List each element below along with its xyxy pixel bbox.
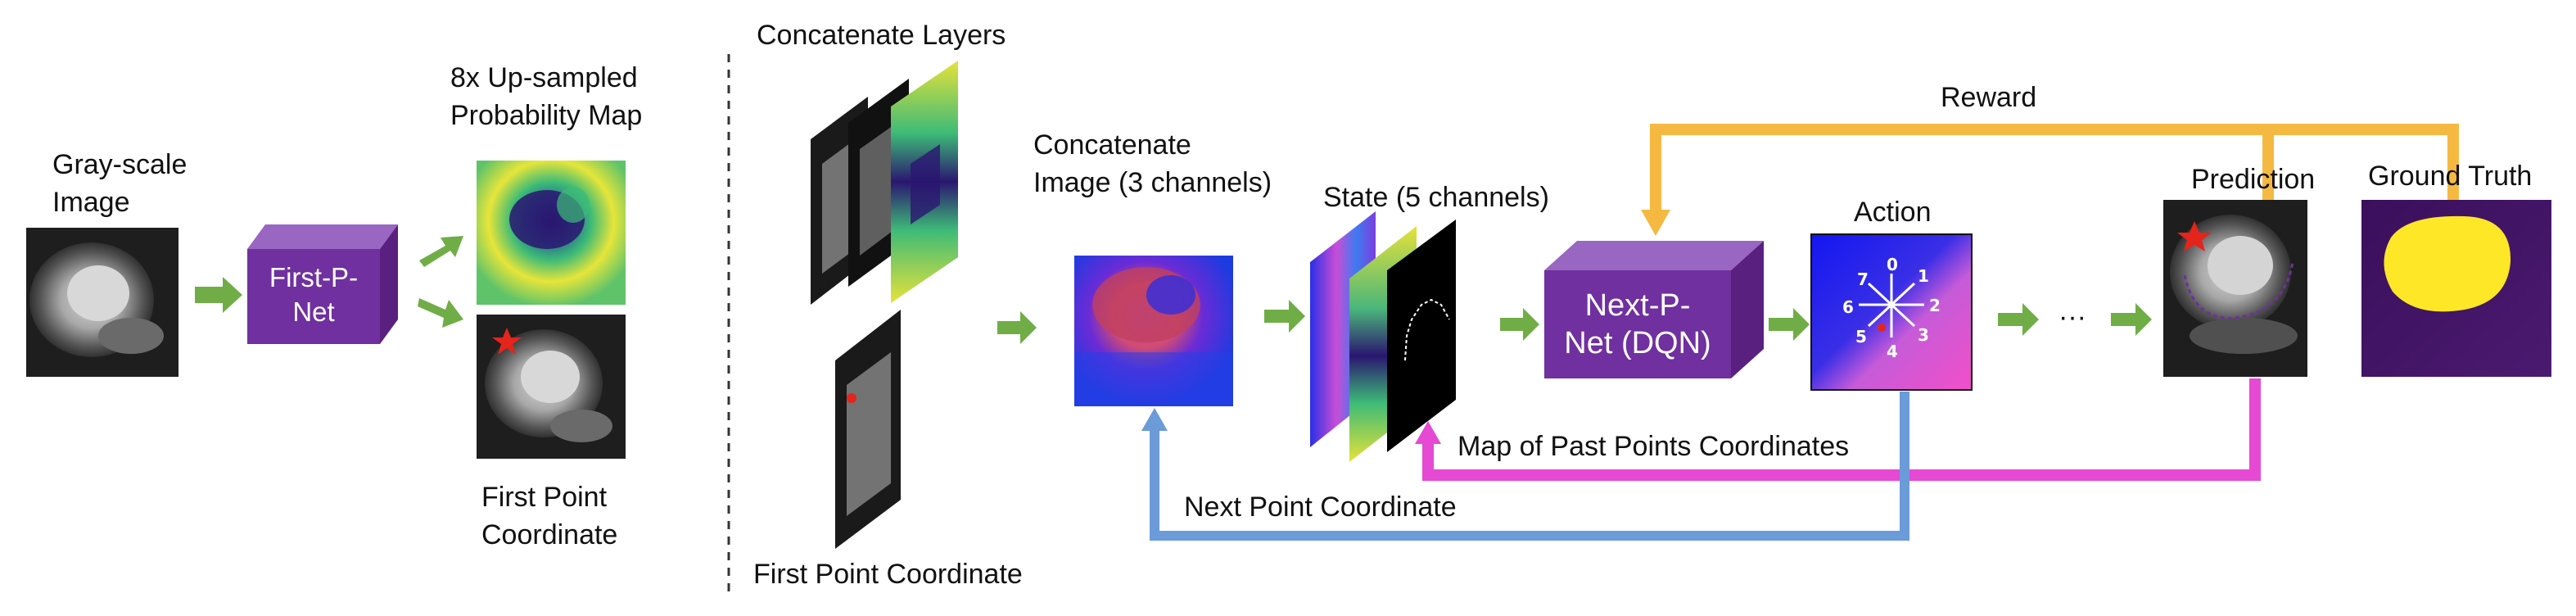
action-label-7: 7 [1857,270,1869,289]
first-point-coordinate-layer [835,310,901,549]
arrow-to-first-point [418,298,463,328]
action-label-1: 1 [1918,266,1929,286]
past-points-feedback-arrow [1422,378,2261,481]
reward-label: Reward [1941,82,2037,113]
state-channel-image-3 [1387,220,1456,452]
action-label: Action [1854,197,1932,228]
action-label-4: 4 [1887,342,1898,361]
first-p-net-label: First-P- Net [269,262,359,327]
first-point-star-icon [492,328,522,355]
arrow-to-concat-image [997,311,1037,344]
probability-map-label: 8x Up-sampled Probability Map [450,62,643,131]
next-point-feedback-arrow [1150,392,1909,541]
ground-truth-image [2361,200,2551,377]
arrow-ellipsis-to-prediction [2111,303,2152,336]
first-p-net-block [247,224,398,344]
reward-feedback-arrow [1650,124,2459,215]
state-label: State (5 channels) [1323,182,1549,213]
action-direction-arrows [1859,274,1924,337]
ground-truth-label: Ground Truth [2368,161,2533,192]
arrow-to-action [1769,308,1810,341]
probability-map-image [477,161,626,305]
concatenated-image [1074,256,1233,406]
action-label-5: 5 [1855,327,1867,346]
arrow-action-to-ellipsis [1998,303,2039,336]
grayscale-image-label: Gray-scale Image [52,149,188,218]
prediction-label: Prediction [2191,164,2316,195]
next-point-arrowhead [1141,408,1168,431]
prediction-star-icon [2177,221,2212,251]
grayscale-input-image [26,228,179,377]
action-label-2: 2 [1929,296,1941,315]
next-p-net-block [1544,241,1764,378]
concat-layer-probability-map [891,61,958,303]
first-point-image [477,315,626,459]
pipeline-ellipsis: ··· [2059,301,2086,333]
first-point-coordinate-label: First Point Coordinate [481,482,618,550]
prediction-image [2163,200,2307,377]
first-point-coordinate-layer-label: First Point Coordinate [753,559,1023,590]
arrow-to-state [1264,300,1305,333]
arrow-to-probability-map [419,236,463,267]
past-points-coordinates-label: Map of Past Points Coordinates [1457,431,1850,462]
reward-arrowhead [1641,210,1670,236]
action-label-3: 3 [1918,325,1929,345]
action-label-6: 6 [1842,297,1854,317]
past-points-arrowhead [1415,421,1441,444]
concatenate-layers-label: Concatenate Layers [757,20,1006,51]
action-label-0: 0 [1887,255,1898,274]
arrow-input-to-first-p-net [195,277,242,313]
arrow-to-next-p-net [1500,308,1539,341]
action-map-image: 0 1 2 3 4 5 6 7 [1810,233,1973,391]
concatenate-image-label: Concatenate Image (3 channels) [1033,129,1272,198]
next-p-net-label: Next-P- Net (DQN) [1564,288,1711,360]
next-point-coordinate-label: Next Point Coordinate [1184,491,1457,523]
